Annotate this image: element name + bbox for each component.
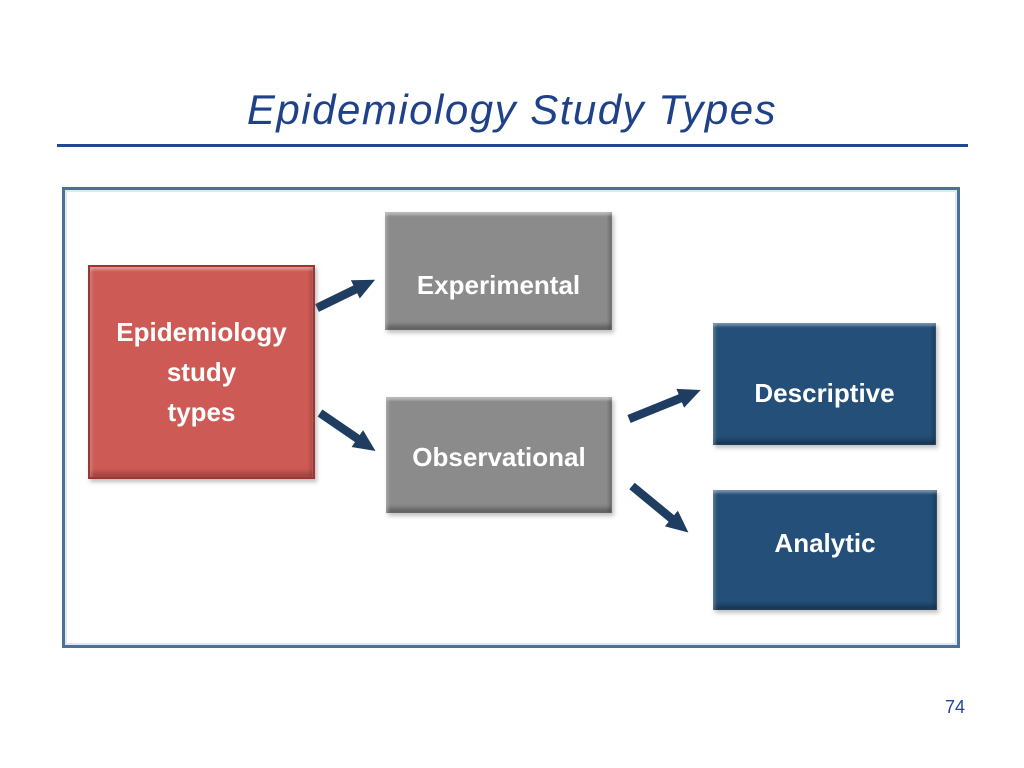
node-epidemiology-study-types: Epidemiology study types (88, 265, 315, 479)
node-label: Experimental (416, 269, 581, 300)
node-label: Epidemiology study types (116, 317, 287, 427)
node-label: Analytic (774, 527, 876, 558)
node-observational: Observational (386, 397, 612, 513)
node-label: Observational (412, 441, 586, 472)
node-descriptive: Descriptive (713, 323, 936, 445)
page-number: 74 (944, 697, 965, 717)
node-analytic: Analytic (713, 490, 937, 610)
node-experimental: Experimental (385, 212, 612, 330)
node-label: Descriptive (754, 377, 895, 408)
page-title: Epidemiology Study Types (246, 86, 778, 133)
diagram-frame (62, 187, 960, 648)
title-underline (57, 144, 968, 147)
